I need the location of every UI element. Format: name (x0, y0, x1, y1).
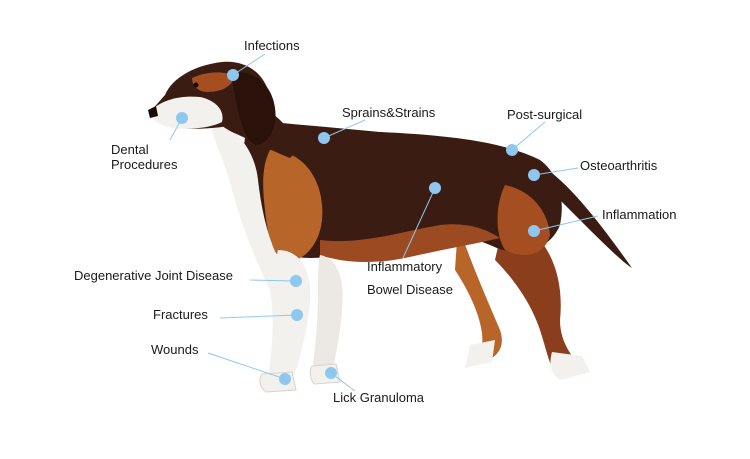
label-sprains-strains: Sprains&Strains (342, 105, 436, 120)
leader-wounds (207, 352, 286, 380)
dog-hind-paw-near (550, 352, 590, 380)
dog-rear-tan (497, 185, 550, 255)
marker-sprains (318, 132, 330, 144)
leader-djd (249, 279, 297, 282)
marker-wounds (279, 373, 291, 385)
marker-djd (290, 275, 302, 287)
marker-dental (176, 112, 188, 124)
leader-infections (232, 53, 266, 76)
leader-sprains (323, 119, 366, 139)
dog-ear (232, 71, 276, 145)
label-inflammation: Inflammation (602, 207, 677, 222)
label-fractures: Fractures (153, 307, 208, 322)
marker-osteoarthritis (528, 169, 540, 181)
label-lick-granuloma: Lick Granuloma (333, 390, 425, 405)
label-degenerative-joint-disease: Degenerative Joint Disease (74, 268, 233, 283)
marker-infections (227, 69, 239, 81)
dog-hind-paw-far (465, 340, 495, 368)
dog-front-leg-far (312, 255, 343, 374)
label-infections: Infections (244, 38, 300, 53)
leader-fractures (219, 314, 298, 319)
leader-postsurgical (511, 121, 546, 151)
marker-lick (325, 367, 337, 379)
marker-inflammation (528, 225, 540, 237)
dog-front-paw-near (259, 371, 297, 393)
dog-tail (548, 170, 632, 268)
label-dental-line1: Dental (111, 142, 149, 157)
dog-eye (193, 82, 199, 88)
dog-hind-leg-near (495, 215, 585, 378)
dog-shoulder-tan (263, 150, 323, 262)
marker-fractures (291, 309, 303, 321)
label-wounds: Wounds (151, 342, 199, 357)
label-ibd-line1: Inflammatory (367, 259, 443, 274)
leader-osteoarthritis (533, 167, 579, 176)
label-osteoarthritis: Osteoarthritis (580, 158, 658, 173)
dog-body (241, 120, 562, 258)
leader-inflammation (533, 215, 599, 232)
marker-ibd (429, 182, 441, 194)
label-post-surgical: Post-surgical (507, 107, 583, 122)
label-ibd-line2: Bowel Disease (367, 282, 453, 297)
dog-hind-leg-far (455, 225, 502, 366)
marker-postsurgical (506, 144, 518, 156)
dog-nose (148, 106, 158, 118)
dog-head-tan (192, 72, 235, 92)
label-dental-line2: Procedures (111, 157, 178, 172)
leader-ibd (402, 187, 436, 259)
dog-muzzle-white (150, 96, 223, 129)
